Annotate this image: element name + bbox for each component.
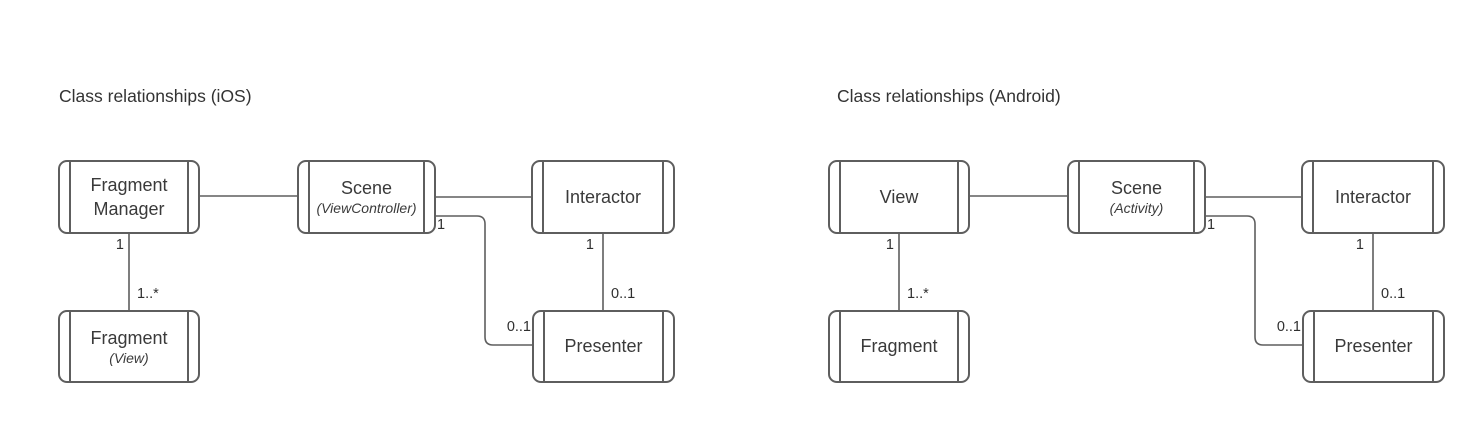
- mult-label-view-side: 1: [885, 237, 894, 253]
- process-bar-right: [661, 312, 664, 381]
- process-bar-left: [308, 162, 311, 232]
- class-box-scene-ios[interactable]: Scene (ViewController): [297, 160, 436, 234]
- mult-label-fragment-side: 1..*: [907, 286, 929, 302]
- process-bar-left: [839, 162, 842, 232]
- mult-label-fragment-side: 1..*: [137, 286, 159, 302]
- class-box-fragment-ios[interactable]: Fragment (View): [58, 310, 200, 383]
- diagram-android: Class relationships (Android) View Scene…: [770, 0, 1484, 423]
- mult-label-fragment-manager-side: 1: [115, 237, 124, 253]
- class-stereotype: (ViewController): [316, 200, 417, 217]
- process-bar-right: [1431, 312, 1434, 381]
- diagram-ios: Class relationships (iOS) Fragment Manag…: [58, 86, 675, 383]
- class-box-interactor-ios[interactable]: Interactor: [531, 160, 675, 234]
- mult-label-presenter-top-side: 0..1: [611, 286, 636, 302]
- mult-label-scene-side: 1: [1207, 217, 1216, 233]
- process-bar-left: [69, 312, 72, 381]
- process-bar-right: [186, 312, 189, 381]
- mult-label-scene-side: 1: [437, 217, 446, 233]
- mult-label-presenter-top-side: 0..1: [1381, 286, 1406, 302]
- process-bar-right: [186, 162, 189, 232]
- class-name: Presenter: [564, 336, 643, 357]
- process-bar-right: [661, 162, 664, 232]
- class-box-presenter-ios[interactable]: Presenter: [532, 310, 675, 383]
- class-box-interactor-android[interactable]: Interactor: [1301, 160, 1445, 234]
- class-name: Fragment: [860, 336, 938, 357]
- class-name: Fragment Manager: [90, 174, 168, 219]
- class-name: Interactor: [564, 186, 642, 207]
- diagram-title-android: Class relationships (Android): [837, 86, 1061, 106]
- class-stereotype: (View): [109, 349, 149, 366]
- process-bar-left: [1078, 162, 1081, 232]
- class-box-presenter-android[interactable]: Presenter: [1302, 310, 1445, 383]
- process-bar-left: [839, 312, 842, 381]
- class-name: Scene: [1110, 178, 1163, 199]
- edges-layer-ios: [128, 195, 604, 346]
- class-name: Interactor: [1334, 186, 1412, 207]
- class-box-fragment-manager[interactable]: Fragment Manager: [58, 160, 200, 234]
- class-box-view[interactable]: View: [828, 160, 970, 234]
- process-bar-left: [542, 162, 545, 232]
- class-name: Fragment: [90, 327, 168, 348]
- edge-scene-presenter-android[interactable]: [1205, 215, 1302, 346]
- process-bar-left: [1312, 162, 1315, 232]
- process-bar-right: [956, 162, 959, 232]
- mult-label-interactor-side: 1: [585, 237, 594, 253]
- class-name: Presenter: [1334, 336, 1413, 357]
- class-box-scene-android[interactable]: Scene (Activity): [1067, 160, 1206, 234]
- class-name: View: [879, 186, 919, 207]
- mult-label-interactor-side: 1: [1355, 237, 1364, 253]
- mult-label-presenter-left-side: 0..1: [506, 319, 531, 335]
- process-bar-left: [543, 312, 546, 381]
- process-bar-left: [1313, 312, 1316, 381]
- class-box-fragment-android[interactable]: Fragment: [828, 310, 970, 383]
- diagram-title-ios: Class relationships (iOS): [59, 86, 252, 106]
- edges-layer-android: [898, 195, 1374, 346]
- process-bar-right: [1431, 162, 1434, 232]
- class-stereotype: (Activity): [1109, 200, 1164, 217]
- edge-scene-presenter-ios[interactable]: [435, 215, 532, 346]
- process-bar-right: [422, 162, 425, 232]
- process-bar-right: [1192, 162, 1195, 232]
- process-bar-left: [69, 162, 72, 232]
- process-bar-right: [956, 312, 959, 381]
- class-name: Scene: [340, 178, 393, 199]
- mult-label-presenter-left-side: 0..1: [1276, 319, 1301, 335]
